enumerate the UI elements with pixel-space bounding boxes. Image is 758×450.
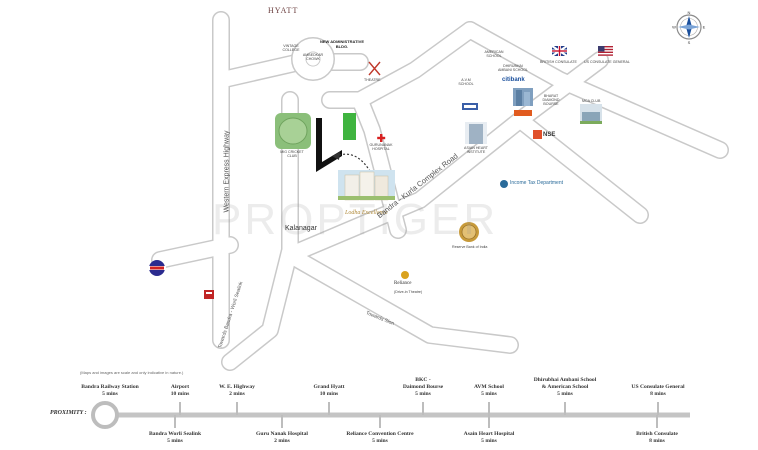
proximity-place-name: Airport (170, 384, 190, 390)
proximity-travel-time: 10 mins (319, 390, 339, 397)
proximity-travel-time: 2 mins (229, 390, 245, 397)
proximity-place-name: Grand Hyatt (313, 384, 345, 390)
proximity-title: PROXIMITY : (50, 410, 87, 416)
us-consulate-label: US CONSULATE GENERAL (584, 60, 630, 64)
proximity-place-name: Dhirubhai Ambani School & American Schoo… (533, 377, 597, 390)
proximity-place-name: US Consulate General (631, 384, 685, 390)
nse-label: NSE (543, 132, 556, 138)
proximity-travel-time: 5 mins (415, 390, 431, 397)
project-green-plot (343, 113, 356, 140)
project-building-image (338, 170, 395, 201)
small-red-logo (514, 110, 532, 116)
gurunanak-hospital-label: GURUNANAK HOSPITAL (369, 143, 393, 152)
proximity-place-name: British Consulate (636, 431, 678, 437)
avm-school-label: A.V.M SCHOOL (458, 78, 474, 87)
mall-icon (204, 290, 214, 299)
proximity-place-name: Reliance Convention Centre (346, 431, 414, 437)
vintage-college-label: VINTAGE COLLEGE (282, 44, 300, 53)
proximity-travel-time: 5 mins (372, 437, 388, 444)
rbi-seal-icon (459, 222, 479, 242)
income-tax-label: Income Tax Department (510, 180, 563, 186)
bharat-diamond-bourse-label: BHARAT DIAMOND BOURSE (542, 94, 560, 107)
hospital-cross-icon (377, 134, 386, 142)
proximity-travel-time: 8 mins (649, 437, 665, 444)
proximity-travel-time: 10 mins (170, 390, 190, 397)
kalanagar-label: Kalanagar (285, 225, 317, 232)
watermark: PROPTIGER (212, 195, 499, 244)
project-name-label: Lodha Excellence (345, 210, 388, 216)
proximity-travel-time: 2 mins (274, 437, 290, 444)
mca-club-image (580, 104, 602, 124)
bharat-diamond-bourse-image (513, 88, 533, 106)
hyatt-label: HYATT (268, 6, 299, 15)
mca-club-label: MCA CLUB (582, 99, 601, 103)
uk-flag-icon (551, 45, 568, 57)
ambedkar-chowk-label: AMBEDKAR CHOWK (302, 53, 324, 62)
compass-w: W (672, 25, 676, 30)
british-consulate-label: BRITISH CONSULATE (540, 60, 577, 64)
western-express-highway-label: Western Express Highway (223, 130, 231, 213)
drive-in-label: (Drive-in Theatre) (394, 290, 423, 294)
reliance-label: Reliance (394, 281, 412, 286)
proximity-place-name: AVM School (474, 384, 504, 390)
proximity-travel-time: 8 mins (650, 390, 666, 397)
timeline-origin-circle (91, 401, 119, 429)
proximity-travel-time: 5 mins (102, 390, 118, 397)
timeline-ticks (174, 402, 659, 428)
compass-s: S (688, 40, 691, 45)
avm-school-image (462, 103, 478, 110)
rbi-label: Reserve Bank of India (452, 245, 488, 249)
proximity-place-name: W. E. Highway (219, 384, 255, 390)
citibank-label: citibank (502, 77, 525, 83)
proximity-travel-time: 5 mins (167, 437, 183, 444)
proximity-travel-time: 5 mins (557, 390, 573, 397)
road-network (151, 11, 729, 371)
theatre-label: THEATRE (364, 78, 381, 82)
asian-heart-institute-image (465, 122, 487, 144)
direction-arrowhead (332, 152, 340, 160)
us-flag-icon (598, 46, 613, 56)
disclaimer-note: (Maps and images are scale and only indi… (80, 370, 184, 375)
compass-e: E (703, 25, 706, 30)
railway-station-icon (148, 260, 166, 276)
proximity-place-name: BKC - Daimond Bourse (402, 377, 444, 390)
proximity-place-name: Bandra Railway Station (81, 384, 139, 390)
compass-icon: N S E W (672, 10, 706, 45)
asian-heart-label: ASIAN HEART INSTITUTE (464, 146, 488, 155)
dhirubhai-school-label: DHIRUBHAI AMBANI SCHOOL (498, 64, 528, 73)
american-school-label: AMERICAN SCHOOL (484, 50, 504, 59)
proximity-place-name: Guru Nanak Hospital (256, 431, 308, 437)
proximity-place-name: Asain Heart Hospital (463, 431, 515, 437)
theatre-icon (368, 61, 381, 76)
income-tax-logo-icon (500, 180, 508, 188)
nse-logo-icon (533, 130, 542, 139)
mig-cricket-ground (275, 113, 311, 149)
reliance-logo-icon (401, 271, 409, 279)
proximity-place-name: Bandra Worli Sealink (148, 431, 202, 437)
proximity-top-item: Dhirubhai Ambani School & American Schoo… (534, 377, 596, 398)
compass-n: N (688, 10, 691, 15)
mig-cricket-club-label: MIG CRICKET CLUB (280, 150, 304, 159)
proximity-travel-time: 5 mins (481, 390, 497, 397)
proximity-travel-time: 5 mins (481, 437, 497, 444)
proximity-timeline (91, 401, 690, 429)
project-site-marker (316, 118, 342, 172)
new-admin-bldg-label: NEW ADMINISTRATIVE BLDG. (320, 39, 364, 49)
